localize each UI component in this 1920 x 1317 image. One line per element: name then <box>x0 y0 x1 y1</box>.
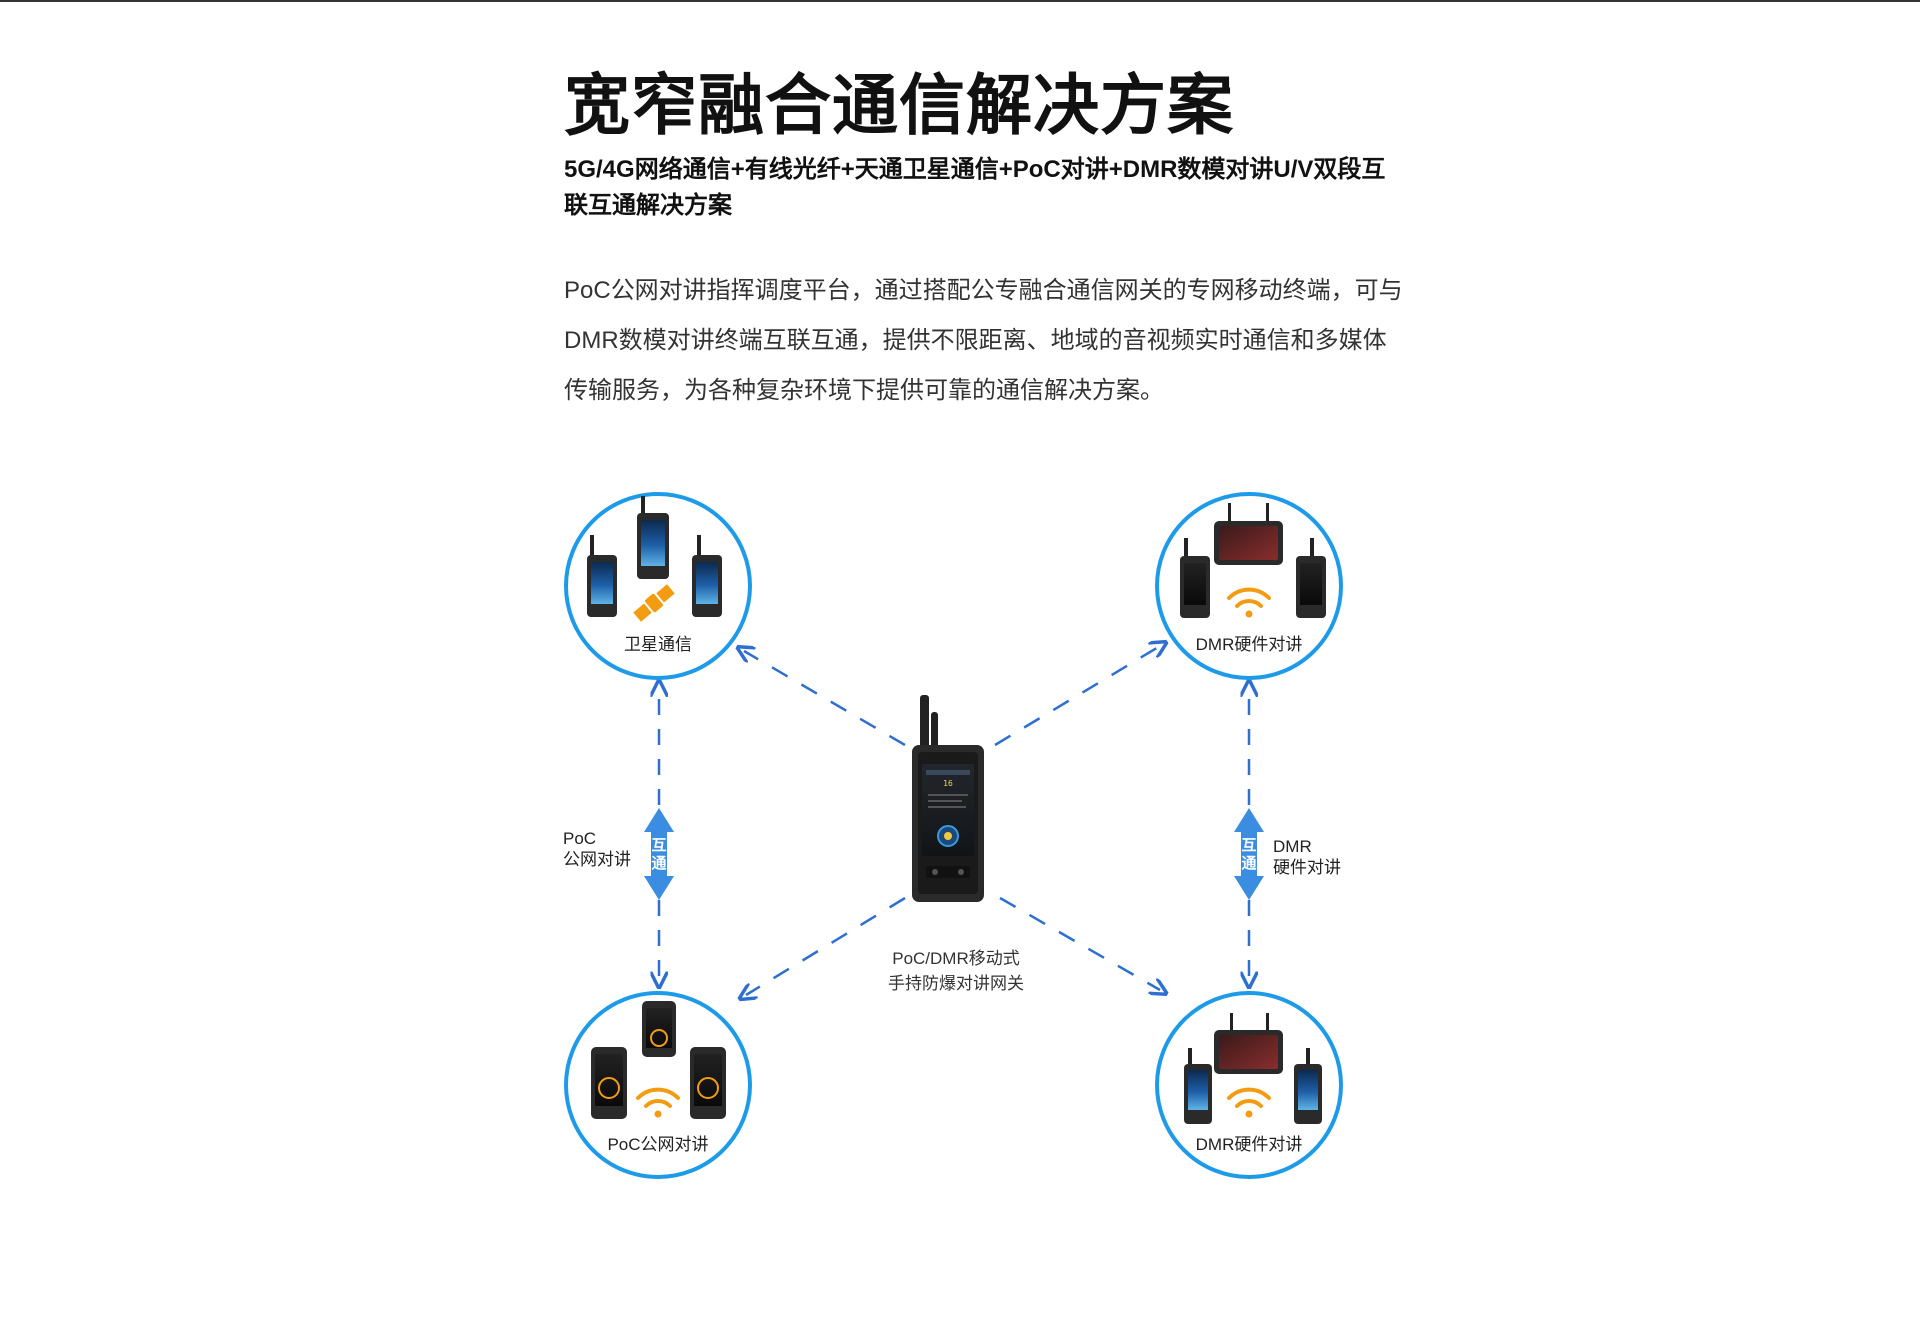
interop-arrow-right: 互 通 <box>1234 808 1264 900</box>
svg-text:16: 16 <box>943 779 953 788</box>
link-label-dmr-line2: 硬件对讲 <box>1273 858 1341 877</box>
interop-badge-left-1: 互 <box>651 836 666 854</box>
link-label-poc-line2: 公网对讲 <box>563 850 631 869</box>
interop-badge-right-1: 互 <box>1241 836 1256 854</box>
node-poc <box>564 991 752 1179</box>
interop-badge-right-2: 通 <box>1241 854 1256 872</box>
link-hub-to-dmr-top <box>994 646 1160 747</box>
wifi-signal-icon <box>1227 1087 1271 1118</box>
hub-label-line2: 手持防爆对讲网关 <box>888 974 1024 993</box>
top-divider <box>0 0 1920 2</box>
hub-gateway-device: 16 <box>912 695 984 902</box>
link-label-dmr-line1: DMR <box>1273 837 1312 856</box>
node-dmr-top <box>1155 492 1343 680</box>
link-hub-to-satellite <box>744 651 906 747</box>
node-dmr-bottom <box>1155 991 1343 1179</box>
wifi-signal-icon <box>636 1087 680 1118</box>
node-satellite <box>564 492 752 680</box>
interop-badge-left-2: 通 <box>651 854 666 872</box>
interop-arrow-left: 互 通 <box>644 808 674 900</box>
satellite-icon <box>633 584 675 622</box>
wifi-signal-icon <box>1227 587 1271 618</box>
page-title: 宽窄融合通信解决方案 <box>564 68 1234 142</box>
hub-label-line1: PoC/DMR移动式 <box>892 949 1020 968</box>
node-label-satellite: 卫星通信 <box>624 635 692 654</box>
link-label-poc: PoC 公网对讲 <box>563 828 631 870</box>
link-hub-to-dmr-bottom <box>999 896 1160 990</box>
page-subtitle: 5G/4G网络通信+有线光纤+天通卫星通信+PoC对讲+DMR数模对讲U/V双段… <box>564 156 1386 219</box>
hub-label: PoC/DMR移动式 手持防爆对讲网关 <box>856 946 1056 996</box>
node-label-poc: PoC公网对讲 <box>607 1135 709 1154</box>
link-label-dmr: DMR 硬件对讲 <box>1273 836 1341 878</box>
node-label-dmr-top: DMR硬件对讲 <box>1195 635 1303 654</box>
link-label-poc-line1: PoC <box>563 829 597 848</box>
node-label-dmr-bottom: DMR硬件对讲 <box>1195 1135 1303 1154</box>
page-description: PoC公网对讲指挥调度平台，通过搭配公专融合通信网关的专网移动终端，可与DMR数… <box>564 277 1403 404</box>
